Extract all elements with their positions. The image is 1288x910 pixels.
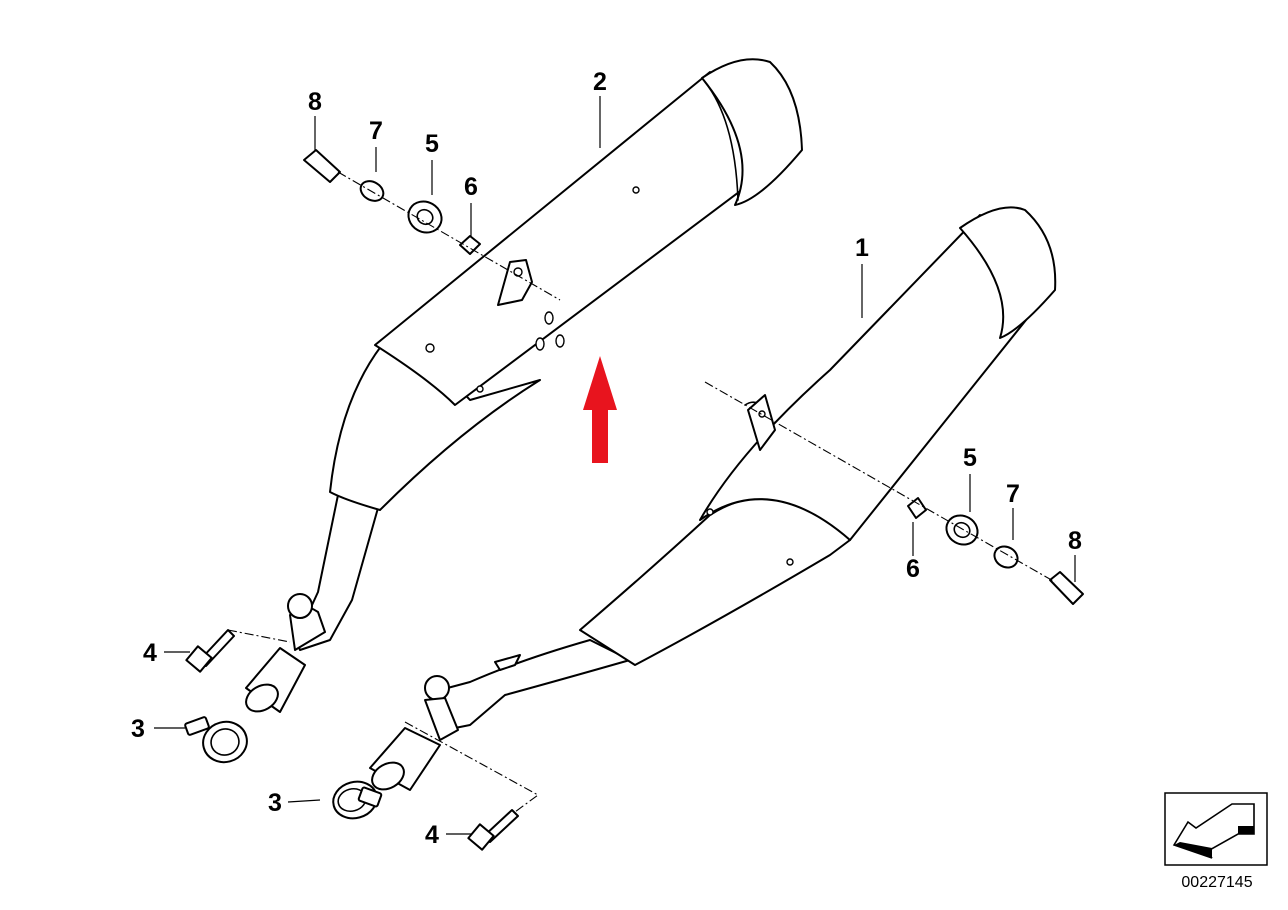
callout-2: 2 (593, 68, 607, 96)
callout-4-left: 4 (143, 639, 157, 667)
assembly-lines (227, 171, 1056, 813)
reference-number: 00227145 (1181, 874, 1252, 891)
bolt-left (185, 629, 235, 673)
clamp-left (184, 716, 248, 764)
callout-7-lower: 7 (1006, 480, 1020, 508)
callout-8-upper: 8 (308, 88, 322, 116)
callout-3-right: 3 (268, 789, 282, 817)
callout-6-lower: 6 (906, 555, 920, 583)
callout-4-right: 4 (425, 821, 439, 849)
clamp-right (332, 780, 383, 820)
callout-1: 1 (855, 234, 869, 262)
hardware-upper (303, 149, 481, 255)
callout-5-upper: 5 (425, 130, 439, 158)
leader-lines (154, 96, 1076, 835)
hardware-lower (907, 497, 1084, 605)
forward-direction-arrow-icon (1164, 792, 1268, 866)
callout-5-lower: 5 (963, 444, 977, 472)
red-up-arrow-icon (583, 356, 617, 463)
silencer-right (369, 206, 1057, 791)
callout-6-upper: 6 (464, 173, 478, 201)
callout-7-upper: 7 (369, 117, 383, 145)
callout-8-lower: 8 (1068, 527, 1082, 555)
bolt-right (467, 809, 519, 851)
callout-3-left: 3 (131, 715, 145, 743)
silencer-left (245, 58, 803, 713)
